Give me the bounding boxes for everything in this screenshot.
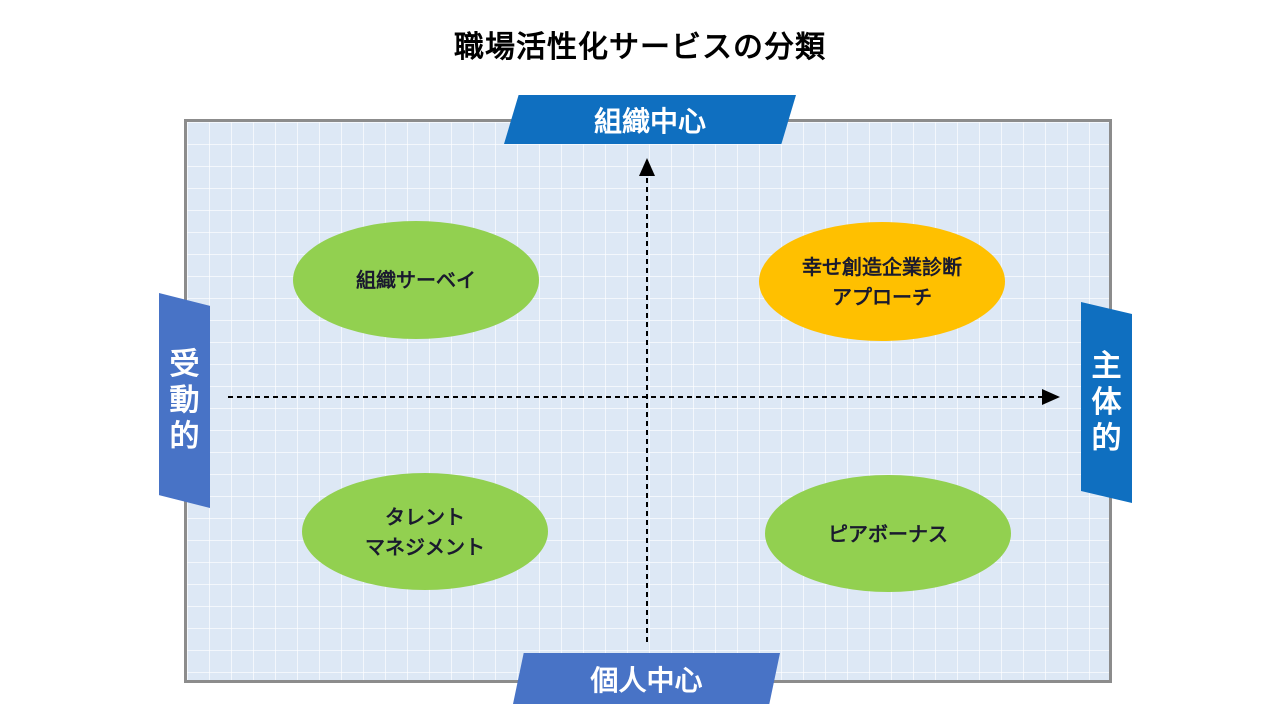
ellipse-label: アプローチ <box>832 284 932 309</box>
axis-label-right-char: 主 <box>1091 348 1122 384</box>
quadrant-top-left-ellipse: 組織サーベイ <box>293 221 539 339</box>
axis-label-right-char: 的 <box>1091 420 1122 456</box>
page-title: 職場活性化サービスの分類 <box>454 30 826 65</box>
ellipse-label: ピアボーナス <box>828 521 948 546</box>
quadrant-bottom-right-ellipse: ピアボーナス <box>765 475 1011 592</box>
ellipse-label: マネジメント <box>365 534 485 559</box>
axis-label-right: 主 体 的 <box>1081 302 1132 503</box>
quadrant-top-right-ellipse: 幸せ創造企業診断 アプローチ <box>759 222 1005 341</box>
axis-label-right-char: 体 <box>1091 384 1122 420</box>
axis-label-top-text: 組織中心 <box>593 104 706 138</box>
axis-label-bottom: 個人中心 <box>513 653 780 704</box>
ellipse-label: タレント <box>385 504 465 529</box>
axis-label-left-char: 的 <box>169 418 200 454</box>
axis-label-bottom-text: 個人中心 <box>590 663 703 697</box>
quadrant-bottom-left-ellipse: タレント マネジメント <box>302 473 548 590</box>
ellipse-label: 組織サーベイ <box>356 268 476 292</box>
axis-label-top: 組織中心 <box>504 95 796 144</box>
axis-label-left-char: 受 <box>169 346 200 382</box>
axis-label-left: 受 動 的 <box>159 293 210 508</box>
axis-label-left-char: 動 <box>169 382 200 418</box>
ellipse-label: 幸せ創造企業診断 <box>802 254 962 279</box>
